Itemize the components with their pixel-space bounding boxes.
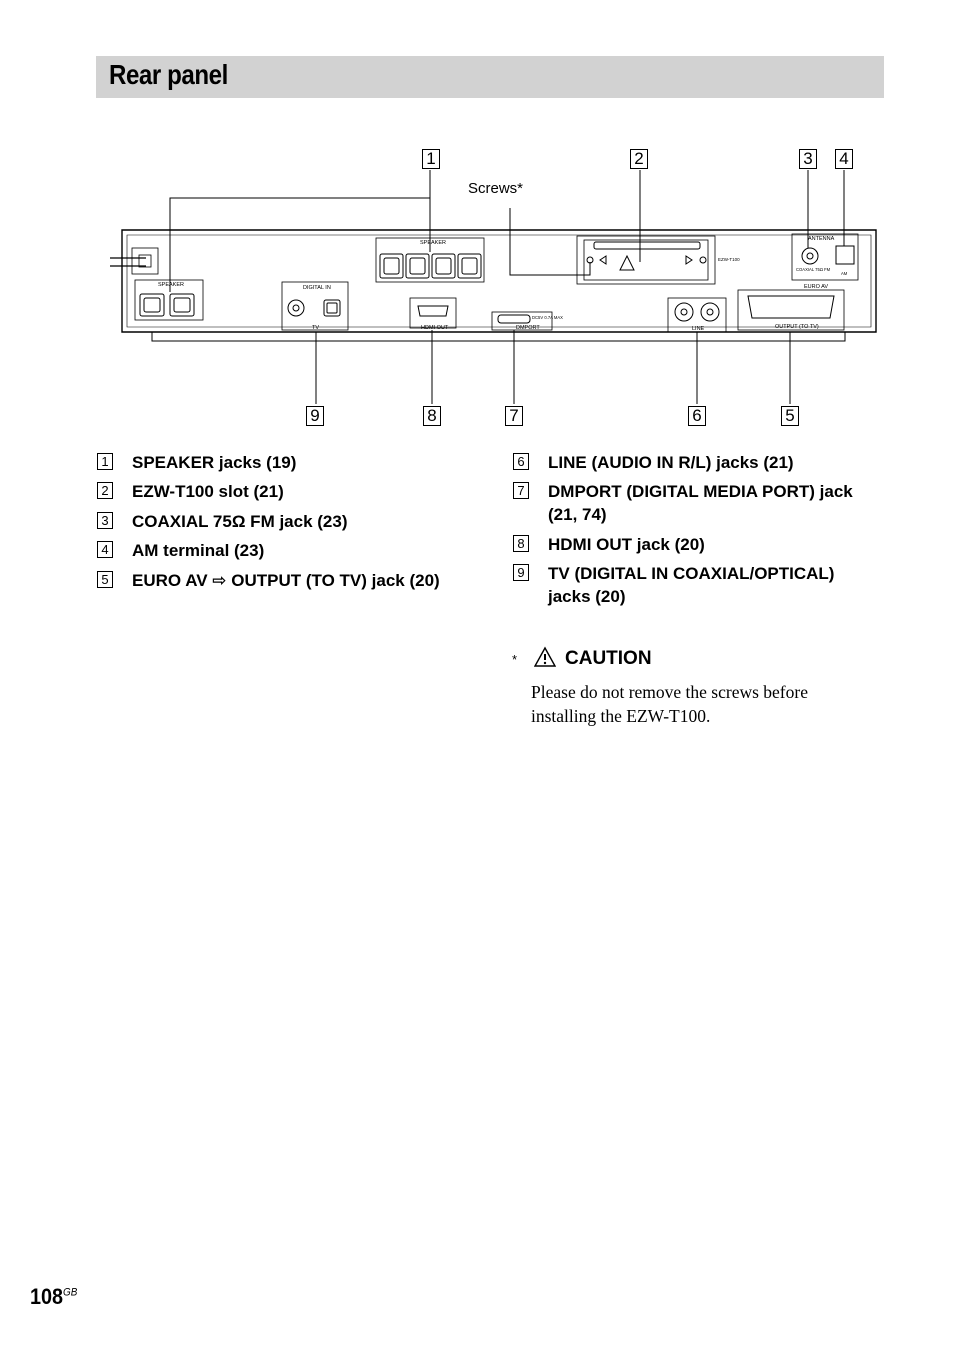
caution-text: Please do not remove the screws before i…: [531, 682, 808, 726]
label-speaker-top: SPEAKER: [420, 240, 446, 246]
callout-3: 3: [799, 149, 817, 169]
section-title-bar: Rear panel: [96, 56, 884, 98]
item-number: 6: [513, 453, 529, 470]
page-number-value: 108: [30, 1284, 64, 1309]
item-number: 8: [513, 535, 529, 552]
section-title: Rear panel: [109, 59, 228, 90]
item-number: 4: [97, 541, 113, 558]
screws-label: Screws*: [468, 180, 524, 197]
item-text: LINE (AUDIO IN R/L) jacks (21): [548, 453, 794, 472]
label-output-to-tv: OUTPUT (TO TV): [775, 324, 819, 330]
label-line: LINE: [692, 326, 705, 332]
rear-panel-diagram: SPEAKER SPEAKER DIGITAL IN TV HDMI OUT D…: [110, 170, 877, 404]
item-text: SPEAKER jacks (19): [132, 453, 297, 472]
label-antenna: ANTENNA: [808, 236, 835, 242]
caution-asterisk: *: [512, 652, 518, 667]
item-number: 5: [97, 571, 113, 588]
item-number: 3: [97, 512, 113, 529]
item-text-continued: (21, 74): [548, 505, 607, 524]
callout-2: 2: [630, 149, 648, 169]
label-ezw: EZW-T100: [718, 257, 740, 262]
callout-1: 1: [422, 149, 440, 169]
warning-triangle-icon: [533, 646, 557, 674]
label-am: AM: [841, 271, 848, 276]
item-text: COAXIAL 75Ω FM jack (23): [132, 512, 348, 531]
label-speaker-left: SPEAKER: [158, 282, 184, 288]
page-number-suffix: GB: [63, 1286, 78, 1299]
label-digital-in: DIGITAL IN: [303, 285, 331, 291]
item-text-continued: jacks (20): [548, 587, 626, 606]
item-number: 2: [97, 482, 113, 499]
callout-4: 4: [835, 149, 853, 169]
callout-9: 9: [306, 406, 324, 426]
page-number: 108GB: [30, 1284, 77, 1310]
item-text: AM terminal (23): [132, 541, 265, 560]
caution-word: CAUTION: [565, 648, 652, 669]
item-number: 9: [513, 564, 529, 581]
callout-6: 6: [688, 406, 706, 426]
label-coaxial-fm: COAXIAL 75Ω FM: [796, 267, 831, 272]
callout-8: 8: [423, 406, 441, 426]
label-dmport: DMPORT: [516, 325, 540, 331]
label-dmport-rating: DC5V 0.7A MAX: [532, 315, 563, 320]
item-number: 7: [513, 482, 529, 499]
label-euro-av: EURO AV: [804, 284, 828, 290]
item-text: EZW-T100 slot (21): [132, 482, 284, 501]
item-text: DMPORT (DIGITAL MEDIA PORT) jack: [548, 482, 853, 501]
callout-5: 5: [781, 406, 799, 426]
item-number: 1: [97, 453, 113, 470]
callout-7: 7: [505, 406, 523, 426]
label-hdmi-out: HDMI OUT: [421, 325, 449, 331]
item-text: TV (DIGITAL IN COAXIAL/OPTICAL): [548, 564, 835, 583]
item-text: EURO AV ⇨ OUTPUT (TO TV) jack (20): [132, 571, 440, 590]
item-text: HDMI OUT jack (20): [548, 535, 705, 554]
label-tv: TV: [312, 325, 319, 331]
